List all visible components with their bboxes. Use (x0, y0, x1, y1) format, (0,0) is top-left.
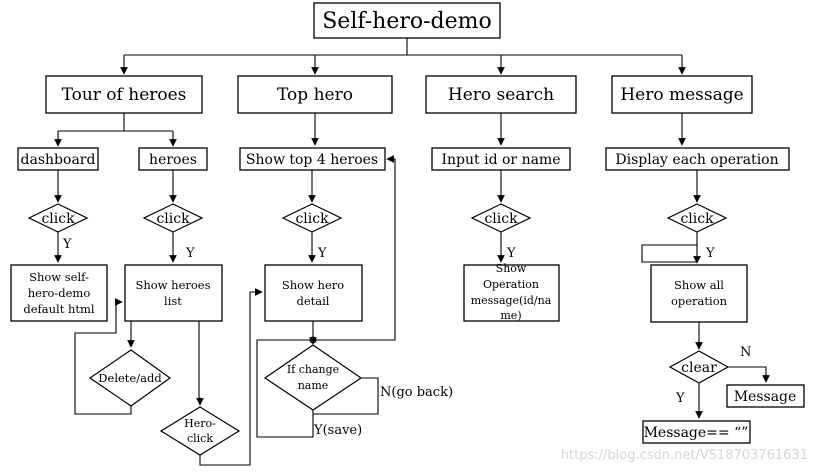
module-message-text: Hero message (620, 85, 743, 105)
search-show-op-text-2: Operation (483, 278, 539, 291)
message-display-text: Display each operation (615, 152, 778, 168)
top-click-text: click (295, 211, 329, 227)
title-connectors (120, 38, 686, 75)
module-tour-text: Tour of heroes (62, 85, 187, 105)
module-top-box (237, 75, 393, 114)
tour-show-list-text-1: Show heroes (135, 278, 210, 292)
module-message-box (611, 75, 753, 114)
top-change-name-text-1: If change (287, 363, 339, 376)
search-input-text: Input id or name (442, 152, 561, 168)
title-box (313, 2, 501, 39)
top-show-detail-box (264, 264, 363, 322)
message-empty-box (642, 420, 751, 444)
top-show-detail-text-1: Show hero (282, 278, 344, 292)
top-change-name-text-2: name (298, 379, 329, 392)
search-show-op-text-1: Show (496, 262, 527, 275)
message-yes2-label: Y (675, 391, 685, 406)
message-show-all-text-1: Show all (674, 278, 724, 292)
tour-heroes-click-text: click (156, 211, 190, 227)
message-clear-text: clear (681, 360, 717, 376)
module-top-text: Top hero (277, 85, 353, 105)
tour-show-list-box (124, 264, 223, 322)
search-show-op-box (463, 264, 560, 322)
top-yes-label: Y (317, 246, 327, 261)
tour-list-to-heroclick (196, 321, 204, 406)
message-click-text: click (680, 211, 714, 227)
top-show-detail-text-2: detail (296, 294, 329, 308)
tour-delete-add-text: Delete/add (98, 371, 162, 385)
tour-heroclick-to-detail (199, 288, 263, 466)
top-yes-save-label: Y(save) (313, 423, 362, 438)
message-msg-box (726, 384, 805, 408)
top-goback-loop (313, 377, 379, 415)
tour-dash-yes-label: Y (62, 237, 72, 252)
tour-show-list-text-2: list (164, 294, 182, 308)
search-show-op-text-4: me) (500, 309, 521, 322)
module-tour-box (45, 75, 203, 114)
tour-show-default-text-1: Show self- (29, 270, 89, 284)
tour-heroes-text: heroes (149, 152, 197, 168)
tour-show-default-text-2: hero-demo (28, 286, 91, 300)
tour-connectors (54, 113, 177, 147)
tour-hero-click-text-2: click (187, 432, 213, 445)
message-show-all-box (650, 264, 748, 323)
tour-delete-loop (74, 298, 132, 415)
tour-hero-click-text-1: Hero- (184, 417, 216, 430)
tour-dashboard-text: dashboard (21, 152, 96, 168)
message-empty-text: Message== “” (644, 425, 749, 441)
watermark: https://blog.csdn.net/VS18703761631 (561, 448, 808, 463)
message-clear-to-message (728, 366, 770, 383)
message-show-all-text-2: operation (671, 294, 728, 308)
search-show-op-text-3: message(id/na (471, 294, 552, 307)
top-no-back-label: N(go back) (380, 385, 453, 400)
search-click-text: click (484, 211, 518, 227)
tour-hero-click-diamond (159, 406, 241, 456)
module-search-text: Hero search (448, 85, 554, 105)
top-save-loop (256, 155, 396, 438)
message-msg-text: Message (734, 389, 797, 405)
message-no-label: N (740, 345, 751, 360)
message-yes-label: Y (705, 246, 715, 261)
tour-dash-click-text: click (41, 211, 75, 227)
tour-heroes-yes-label: Y (185, 246, 195, 261)
message-click-to-showall (641, 232, 698, 263)
module-search-box (425, 75, 577, 114)
tour-show-default-box (10, 264, 108, 322)
tour-show-default-text-3: default html (23, 302, 95, 316)
top-change-name-diamond (263, 344, 363, 411)
top-show-top-text: Show top 4 heroes (246, 152, 378, 168)
search-yes-label: Y (506, 246, 516, 261)
title-text: Self-hero-demo (322, 9, 492, 34)
